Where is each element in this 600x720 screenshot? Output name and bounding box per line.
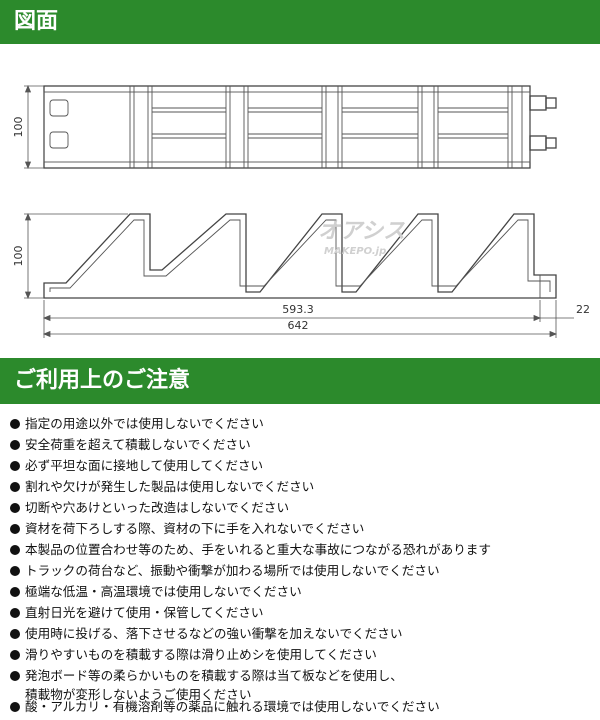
caution-text: 直射日光を避けて使用・保管してください: [25, 605, 264, 620]
watermark-sub-text: MAKEPO.jp: [324, 246, 386, 257]
drawing-section-header: 図面: [0, 0, 600, 44]
caution-list: 指定の用途以外では使用しないでください 安全荷重を超えて積載しないでください 必…: [0, 404, 600, 720]
end-offset-dimension: [540, 300, 574, 338]
drawing-section-title: 図面: [14, 9, 59, 34]
top-view-ribs: [129, 86, 523, 168]
bullet-icon: [10, 671, 20, 681]
caution-text: 必ず平坦な面に接地して使用してください: [25, 458, 264, 473]
caution-text-continued: 積載物が変形しないようご使用ください: [25, 687, 252, 702]
brand-watermark: オアシス MAKEPO.jp: [318, 219, 405, 257]
end-offset-label: 22: [576, 303, 590, 316]
caution-text: 使用時に投げる、落下させるなどの強い衝撃を加えないでください: [25, 626, 403, 641]
top-view-outline: [43, 85, 531, 169]
bullet-icon: [10, 461, 20, 471]
caution-text: 酸・アルカリ・有機溶剤等の薬品に触れる環境では使用しないでください: [25, 699, 440, 714]
caution-text: 指定の用途以外では使用しないでください: [25, 416, 264, 431]
bullet-icon: [10, 629, 20, 639]
inner-length-dimension: [42, 300, 542, 338]
top-view-slot-upper: [49, 99, 69, 117]
caution-text: 切断や穴あけといった改造はしないでください: [25, 500, 290, 515]
top-view: 100: [12, 84, 557, 170]
bullet-icon: [10, 566, 20, 576]
caution-text: 滑りやすいものを積載する際は滑り止めシを使用してください: [25, 647, 377, 662]
top-view-height-dimension: [24, 84, 44, 170]
caution-text: 割れや欠けが発生した製品は使用しないでください: [25, 479, 315, 494]
side-view-height-label: 100: [12, 246, 25, 267]
technical-drawing: 100 100 593.3 22 642: [12, 84, 590, 338]
bullet-icon: [10, 482, 20, 492]
top-view-height-label: 100: [12, 117, 25, 138]
total-length-dimension: [42, 330, 558, 338]
top-view-inner-frame: [43, 91, 531, 163]
inner-length-label: 593.3: [282, 303, 314, 316]
side-view: 100 593.3 22 642: [12, 212, 590, 338]
bullet-icon: [10, 440, 20, 450]
side-view-height-dimension: [24, 212, 128, 300]
caution-section-header: ご利用上のご注意: [0, 358, 600, 404]
bullet-icon: [10, 545, 20, 555]
watermark-main-text: オアシス: [318, 219, 405, 244]
caution-section-title: ご利用上のご注意: [14, 368, 191, 393]
bullet-icon: [10, 587, 20, 597]
top-view-tab-lower-tip: [545, 137, 557, 149]
bullet-icon: [10, 650, 20, 660]
bullet-icon: [10, 608, 20, 618]
caution-text: 発泡ボード等の柔らかいものを積載する際は当て板などを使用し、: [25, 668, 403, 683]
caution-text: 極端な低温・高温環境では使用しないでください: [25, 584, 302, 599]
bullet-icon: [10, 702, 20, 712]
caution-text: 安全荷重を超えて積載しないでください: [25, 437, 251, 452]
bullet-icon: [10, 503, 20, 513]
top-view-tab-lower: [529, 135, 547, 151]
side-view-profile: [43, 213, 557, 299]
top-view-tab-upper: [529, 95, 547, 111]
bullet-icon: [10, 419, 20, 429]
top-view-tab-upper-tip: [545, 97, 557, 109]
top-view-slot-lower: [49, 131, 69, 149]
caution-item: 発泡ボード等の柔らかいものを積載する際は当て板などを使用し、 積載物が変形しない…: [10, 666, 595, 706]
total-length-label: 642: [288, 319, 309, 332]
bullet-icon: [10, 524, 20, 534]
side-view-inner-profile: [49, 219, 551, 292]
caution-text: 本製品の位置合わせ等のため、手をいれると重大な事故につながる恐れがあります: [25, 542, 491, 557]
caution-text: 資材を荷下ろしする際、資材の下に手を入れないでください: [25, 521, 365, 536]
caution-text: トラックの荷台など、振動や衝撃が加わる場所では使用しないでください: [25, 563, 440, 578]
